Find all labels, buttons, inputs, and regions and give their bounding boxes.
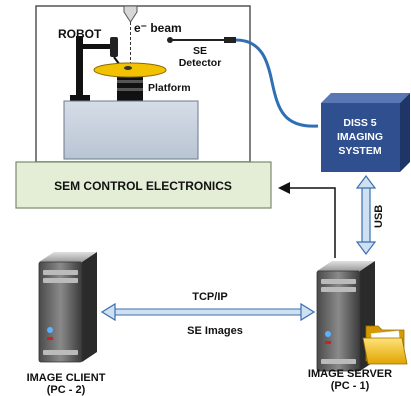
detector-label: Detector xyxy=(179,57,222,69)
sample-icon xyxy=(124,66,132,70)
detector-cable xyxy=(235,38,319,128)
se-label: SE xyxy=(193,45,207,57)
tcpip-arrow xyxy=(100,302,316,322)
folder-icon xyxy=(362,325,408,365)
robot-arm-icon xyxy=(76,44,114,49)
diss-label-2: IMAGING xyxy=(337,131,383,143)
robot-head-icon xyxy=(110,37,118,57)
sem-control-label: SEM CONTROL ELECTRONICS xyxy=(54,179,232,193)
platform-label: Platform xyxy=(148,82,191,94)
stage-block xyxy=(63,100,199,160)
diss-cube-side xyxy=(400,93,410,172)
robot-label: ROBOT xyxy=(58,27,102,41)
server-to-control-arrow xyxy=(278,182,336,258)
sem-control-panel xyxy=(15,161,272,209)
e-beam-label: e⁻ beam xyxy=(134,21,182,35)
se-images-label: SE Images xyxy=(187,325,243,337)
diss-label-1: DISS 5 xyxy=(343,117,376,129)
diss-label-3: SYSTEM xyxy=(338,145,381,157)
client-pc-icon xyxy=(38,252,97,363)
server-pc-icon xyxy=(316,261,375,372)
usb-arrow xyxy=(355,175,377,255)
client-label-2: (PC - 2) xyxy=(47,384,86,396)
diss-cube-front xyxy=(321,103,400,172)
robot-mast-icon xyxy=(76,36,83,100)
usb-label: USB xyxy=(373,205,385,228)
robot-base-icon xyxy=(70,95,90,101)
tcpip-label: TCP/IP xyxy=(192,291,227,303)
server-label-2: (PC - 1) xyxy=(331,380,370,392)
server-label-1: IMAGE SERVER xyxy=(308,368,392,380)
diss-cube-top xyxy=(321,93,410,103)
platform-disk-icon xyxy=(93,62,167,78)
client-label-1: IMAGE CLIENT xyxy=(27,372,106,384)
electron-gun-icon xyxy=(123,5,138,23)
